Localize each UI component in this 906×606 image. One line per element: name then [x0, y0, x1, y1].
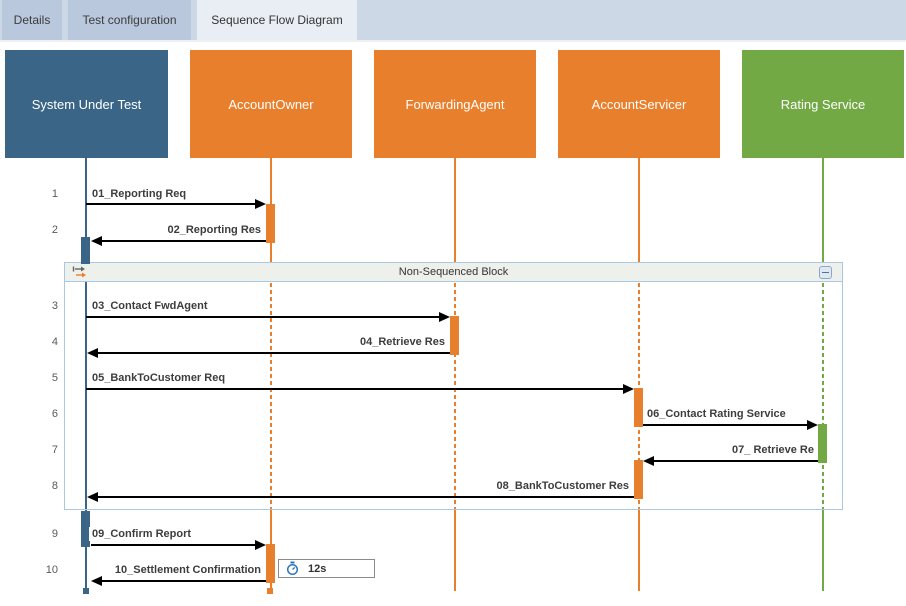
row-number: 6: [51, 408, 58, 420]
collapse-block-button[interactable]: [819, 266, 832, 279]
activation-bar-account-owner: [266, 204, 275, 243]
message-label: 02_Reporting Res: [164, 223, 264, 237]
row-number: 1: [51, 188, 58, 200]
lifeline-forwarding-agent: [454, 510, 456, 591]
message-arrow-03: [86, 312, 450, 322]
non-sequenced-arrows-icon: [72, 266, 86, 278]
activation-bar-rating-service: [818, 424, 827, 463]
activation-bar-account-servicer: [634, 388, 643, 427]
lifeline-end-stub: [267, 588, 273, 594]
non-sequenced-block-header: Non-Sequenced Block: [65, 263, 842, 282]
row-number: 9: [51, 528, 58, 540]
message-arrow-09: [91, 540, 266, 550]
message-arrow-01: [86, 199, 266, 209]
message-label: 04_Retrieve Res: [356, 335, 448, 349]
lifeline-end-stub: [83, 588, 89, 594]
lifeline-rating-service: [822, 262, 824, 510]
tab-details[interactable]: Details: [2, 0, 62, 40]
lifeline-account-servicer: [638, 510, 640, 591]
non-sequenced-block-title: Non-Sequenced Block: [398, 266, 509, 278]
non-sequenced-block: Non-Sequenced Block: [64, 262, 843, 510]
lifeline-account-servicer: [638, 158, 640, 262]
stopwatch-icon: [286, 561, 299, 576]
row-number: 10: [45, 564, 58, 576]
activation-bar-account-owner: [266, 544, 275, 583]
message-arrow-02: [91, 236, 266, 246]
message-label: 05_BankToCustomer Req: [89, 371, 229, 385]
message-arrow-06: [643, 420, 818, 430]
row-number: 4: [51, 336, 58, 348]
participant-account-servicer: AccountServicer: [558, 50, 720, 158]
row-number: 8: [51, 480, 58, 492]
row-number: 5: [51, 372, 58, 384]
timer-badge: 12s: [278, 559, 375, 578]
tab-test-configuration[interactable]: Test configuration: [68, 0, 191, 40]
tab-bar: Details Test configuration Sequence Flow…: [0, 0, 906, 42]
lifeline-system-under-test: [85, 158, 87, 591]
lifeline-rating-service: [822, 510, 824, 591]
message-label: 01_Reporting Req: [89, 187, 190, 201]
lifeline-account-owner: [270, 262, 272, 510]
participant-label: AccountOwner: [228, 96, 314, 112]
tab-sequence-flow-diagram[interactable]: Sequence Flow Diagram: [197, 0, 357, 40]
activation-bar-account-servicer: [634, 460, 643, 499]
lifeline-rating-service: [822, 158, 824, 262]
timer-value: 12s: [308, 562, 327, 575]
tab-test-configuration-label: Test configuration: [82, 13, 177, 27]
row-number: 3: [51, 300, 58, 312]
participant-system-under-test: System Under Test: [5, 50, 168, 158]
row-number: 2: [51, 224, 58, 236]
lifeline-forwarding-agent: [454, 262, 456, 510]
message-arrow-04: [87, 348, 450, 358]
participant-label: ForwardingAgent: [405, 96, 505, 112]
participant-account-owner: AccountOwner: [190, 50, 352, 158]
participant-label: Rating Service: [780, 96, 866, 112]
participant-label: System Under Test: [31, 96, 142, 112]
message-label: 06_Contact Rating Service: [644, 407, 789, 421]
message-label: 10_Settlement Confirmation: [111, 563, 264, 577]
message-arrow-07: [643, 456, 818, 466]
lifeline-account-servicer: [638, 262, 640, 510]
tab-details-label: Details: [13, 13, 51, 27]
message-arrow-10: [91, 576, 266, 586]
activation-bar-forwarding-agent: [450, 316, 459, 355]
participant-label: AccountServicer: [591, 96, 687, 112]
message-arrow-05: [86, 384, 634, 394]
participant-rating-service: Rating Service: [742, 50, 904, 158]
tab-sequence-flow-diagram-label: Sequence Flow Diagram: [211, 13, 343, 27]
activation-bar-system-under-test: [81, 511, 90, 547]
lifeline-forwarding-agent: [454, 158, 456, 262]
message-label: 09_Confirm Report: [89, 527, 195, 541]
message-arrow-08: [87, 492, 634, 502]
row-number: 7: [51, 444, 58, 456]
participant-forwarding-agent: ForwardingAgent: [374, 50, 536, 158]
message-label: 03_Contact FwdAgent: [89, 299, 211, 313]
message-label: 07_ Retrieve Re: [729, 443, 817, 457]
message-label: 08_BankToCustomer Res: [493, 479, 632, 493]
activation-bar-system-under-test: [81, 237, 90, 264]
